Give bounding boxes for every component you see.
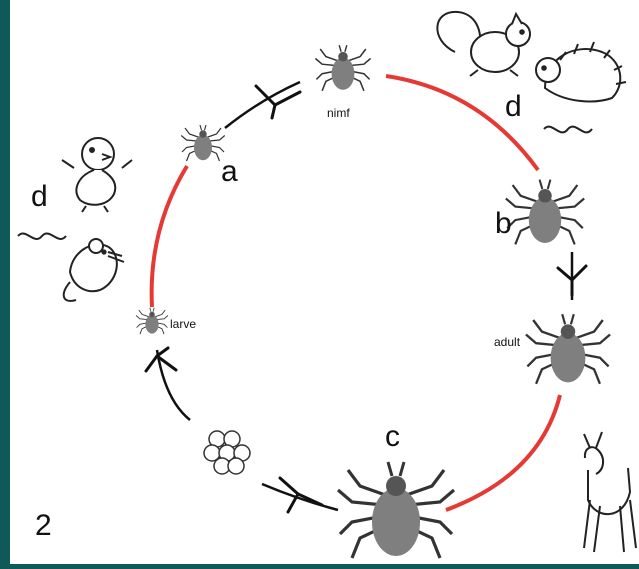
stage-label-adult: adult — [494, 335, 521, 349]
letter-c: c — [385, 420, 400, 453]
letter-a: a — [221, 155, 238, 188]
letter-d-top: d — [505, 90, 522, 123]
letter-b: b — [495, 207, 512, 240]
figure-number: 2 — [35, 509, 52, 542]
stage-label-larve: larve — [170, 317, 196, 331]
letter-d-left: d — [31, 180, 48, 213]
stage-label-nimf: nimf — [327, 106, 350, 120]
